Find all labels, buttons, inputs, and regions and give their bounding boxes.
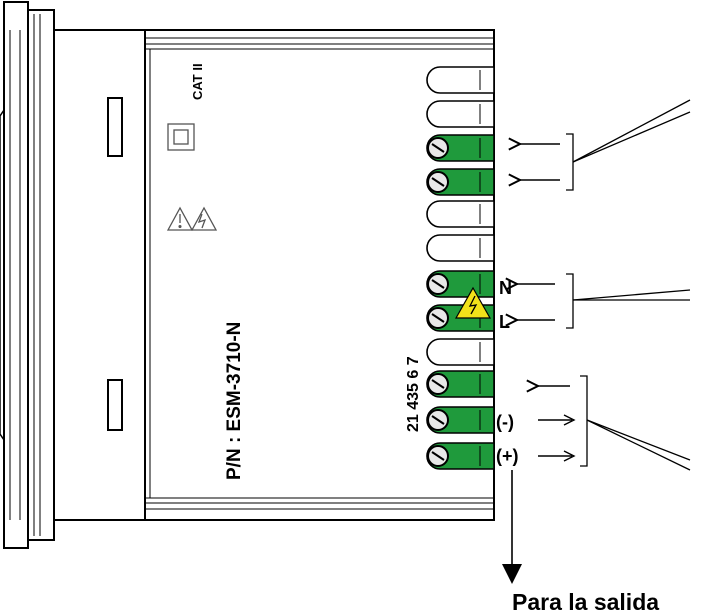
- device-housing: [53, 29, 495, 521]
- category-mark: CAT II: [190, 63, 205, 100]
- line-label: L: [499, 312, 510, 332]
- terminal-empty-slot: [426, 66, 495, 94]
- output-arrow: [502, 470, 522, 584]
- terminal-numbers: 21 435 6 7: [405, 356, 422, 432]
- screw-slot: [431, 415, 445, 425]
- front-bezel: [0, 1, 55, 549]
- screw-slot: [431, 451, 445, 461]
- terminal-empty-slot: [426, 234, 495, 262]
- wiring-arrows: [517, 144, 576, 462]
- terminal-empty-slot: [426, 200, 495, 228]
- double-insulation-icon: [167, 123, 195, 151]
- screw-slot: [431, 177, 445, 187]
- positive-label: (+): [496, 446, 519, 466]
- mounting-clip-top: [107, 97, 123, 157]
- negative-label: (-): [496, 412, 514, 432]
- output-caption: Para la salida: [512, 589, 659, 615]
- screw-slot: [431, 313, 445, 323]
- caution-triangle-icon: [166, 206, 194, 231]
- part-number: P/N : ESM-3710-N: [224, 322, 245, 480]
- mounting-clip-bottom: [107, 379, 123, 431]
- neutral-label: N: [499, 278, 512, 298]
- screw-slot: [431, 379, 445, 389]
- safety-symbols: [166, 123, 218, 231]
- terminal-empty-slot: [426, 100, 495, 128]
- screw-slot: [431, 279, 445, 289]
- terminal-block: [426, 66, 495, 470]
- shock-hazard-icon: [190, 206, 218, 231]
- terminal-empty-slot: [426, 338, 495, 366]
- screw-slot: [431, 143, 445, 153]
- shock-warning-icon: [454, 286, 492, 319]
- callout-brackets: [566, 99, 691, 471]
